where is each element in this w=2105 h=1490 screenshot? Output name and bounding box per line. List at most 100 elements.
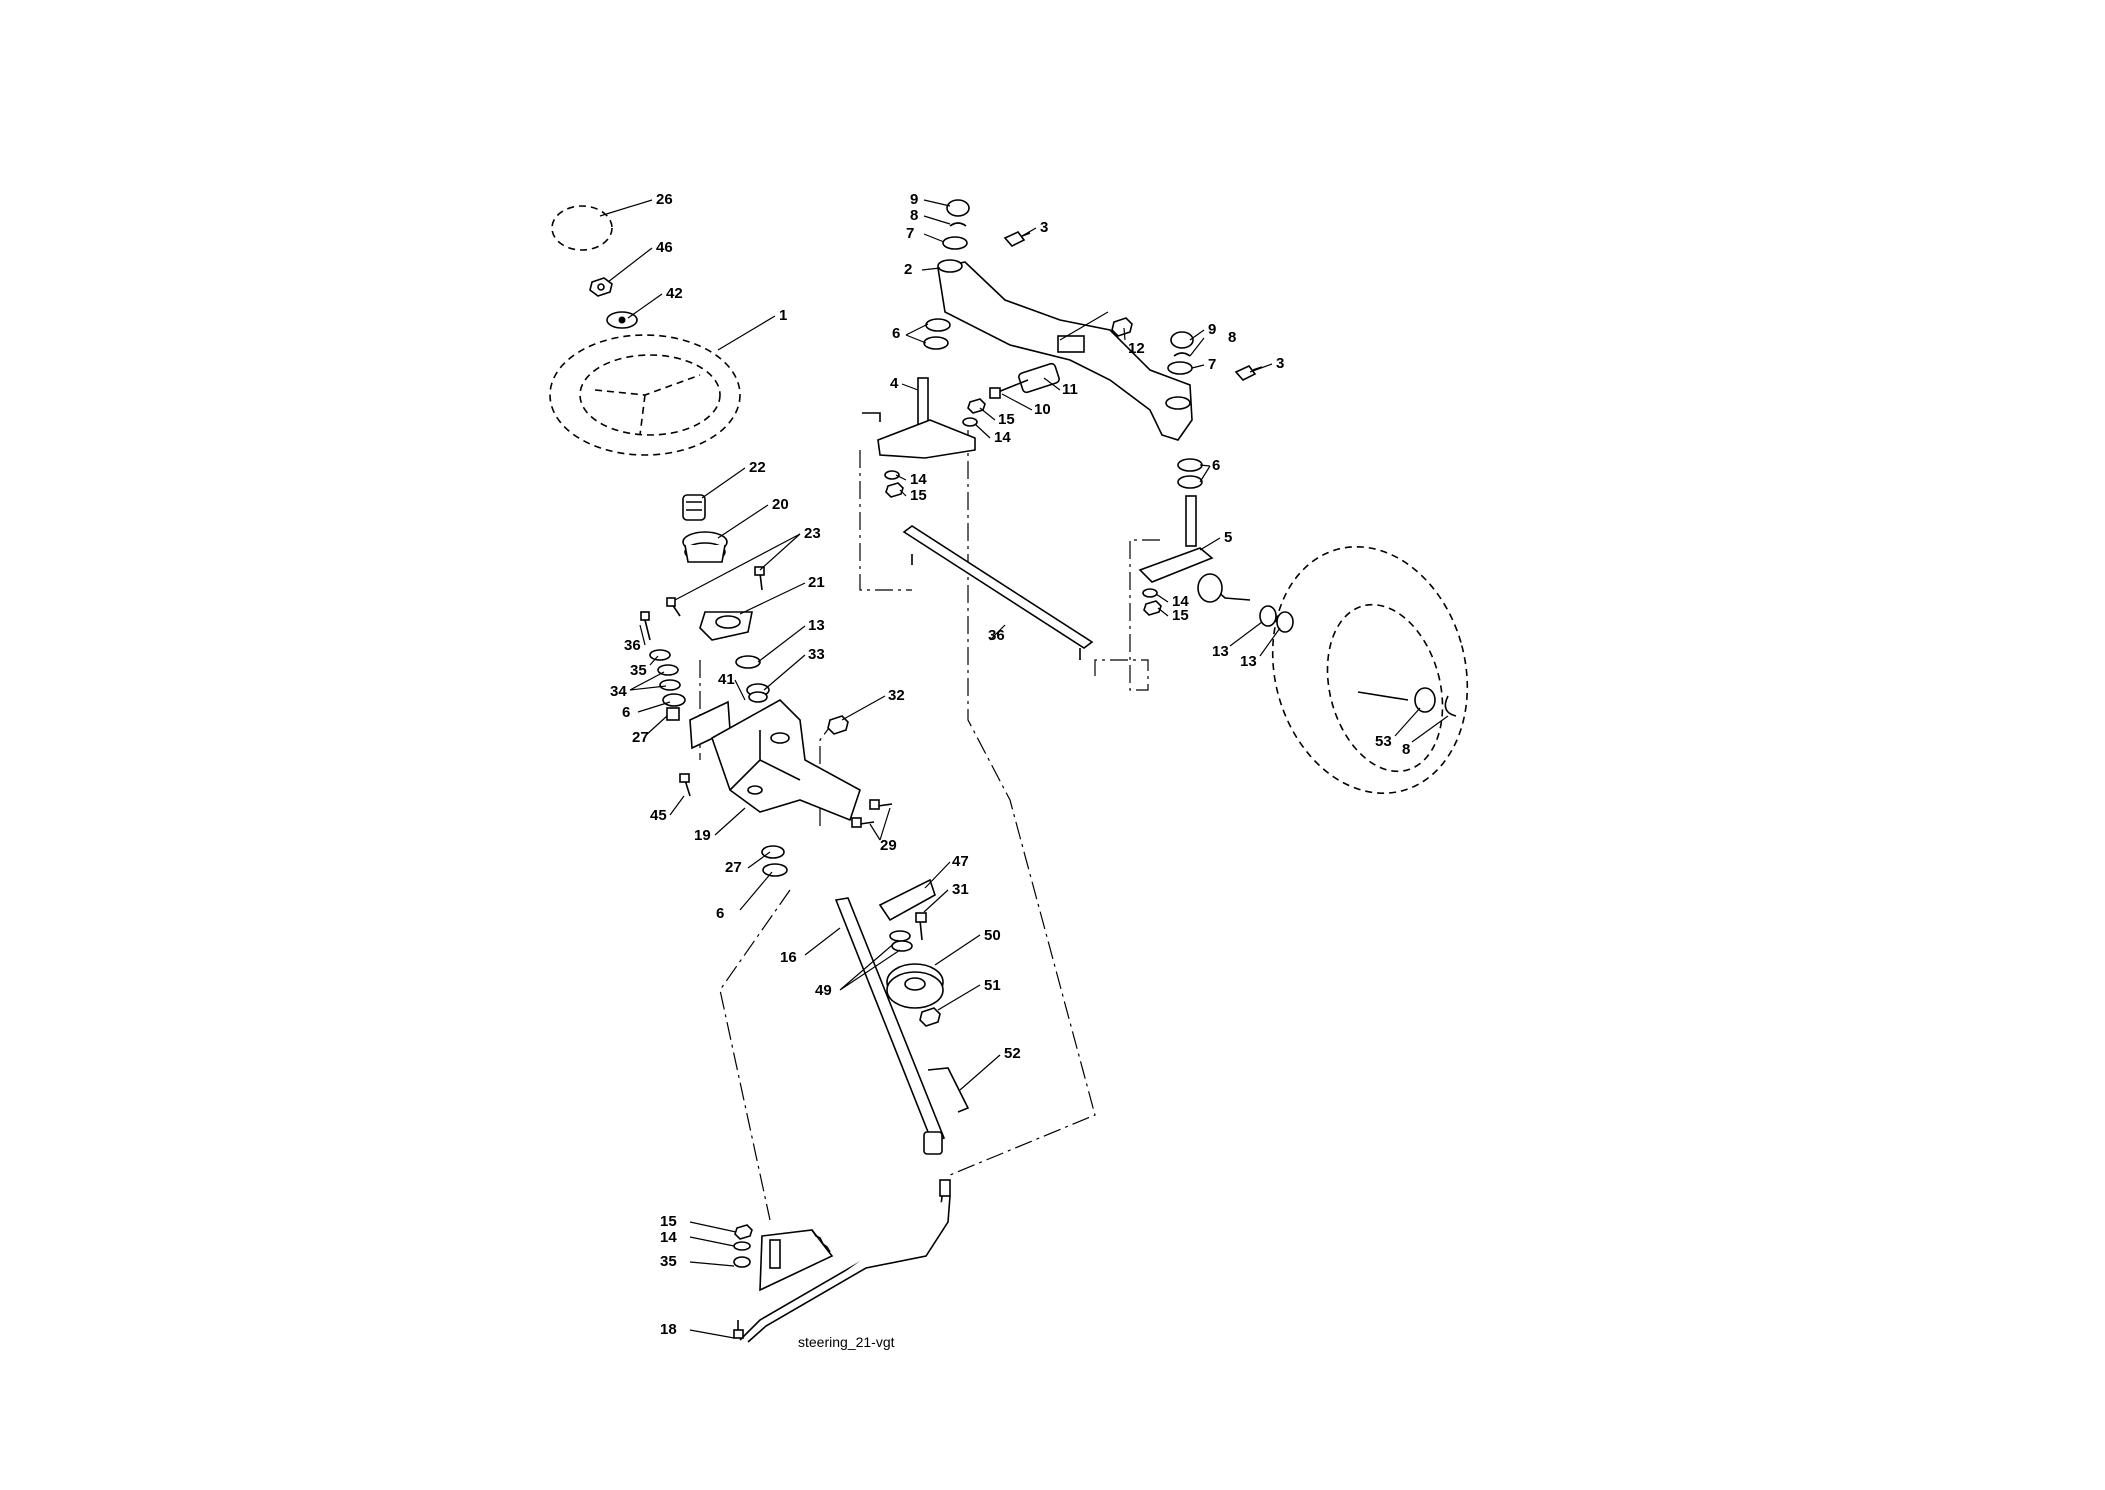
wheel-washer-53 xyxy=(1414,687,1436,713)
callout-6-a: 6 xyxy=(622,704,630,721)
callout-20: 20 xyxy=(772,496,789,513)
knob-26 xyxy=(551,205,613,251)
callout-6-b: 6 xyxy=(716,905,724,922)
callout-8-b: 8 xyxy=(1228,329,1236,346)
leader-lines xyxy=(599,199,1449,1339)
front-axle-2 xyxy=(937,259,1193,441)
callout-29: 32 xyxy=(888,687,905,704)
callout-10: 10 xyxy=(1034,401,1051,418)
bolts-28-upper xyxy=(851,799,893,828)
clip-8-left xyxy=(949,222,967,227)
callout-35: 35 xyxy=(660,1253,677,1270)
callout-27-b: 27 xyxy=(725,859,742,876)
callout-2: 2 xyxy=(904,261,912,278)
cap-9-right xyxy=(1170,331,1194,349)
callout-49: 50 xyxy=(984,927,1001,944)
spindle-4 xyxy=(862,377,976,459)
bushing-21 xyxy=(682,494,706,521)
callout-13-a: 13 xyxy=(808,617,825,634)
clip-8-wheel xyxy=(1444,695,1457,717)
callout-6-c: 6 xyxy=(892,325,900,342)
steering-bracket-19 xyxy=(711,699,861,822)
steering-shaft-16 xyxy=(834,897,946,1155)
bracket-47 xyxy=(878,878,936,922)
callout-26: 26 xyxy=(656,191,673,208)
front-wheel-53 xyxy=(1271,545,1469,795)
washers-13-right xyxy=(1259,605,1294,633)
cup-20 xyxy=(682,531,728,563)
callout-28-b: 31 xyxy=(952,881,969,898)
drag-link xyxy=(739,1179,951,1343)
callout-41: 41 xyxy=(718,671,735,688)
callout-13-c: 13 xyxy=(1240,653,1257,670)
pivot-bushing-11 xyxy=(1018,362,1060,394)
callout-14-b: 14 xyxy=(994,429,1011,446)
callout-3-b: 3 xyxy=(1276,355,1284,372)
spring-clip-52 xyxy=(927,1067,970,1113)
spindle-5 xyxy=(1138,495,1251,603)
callout-14-c: 14 xyxy=(910,471,927,488)
callout-15-b: 15 xyxy=(998,411,1015,428)
washer-45 xyxy=(606,311,638,329)
cap-9-left xyxy=(946,199,970,217)
bearing-6-left xyxy=(662,693,686,707)
callout-1: 1 xyxy=(779,307,787,324)
callout-8-a: 8 xyxy=(910,207,918,224)
diagram-caption: steering_21-vgt xyxy=(798,1334,895,1350)
callout-3-a: 3 xyxy=(1040,219,1048,236)
pivot-bolt-10 xyxy=(989,379,1029,399)
bolt-42 xyxy=(679,773,691,797)
washer-13-left xyxy=(735,655,761,669)
callout-13-b: 13 xyxy=(1212,643,1229,660)
bearing-6-lower xyxy=(762,863,788,877)
callout-36: 36 xyxy=(988,627,1005,644)
callout-7-a: 7 xyxy=(906,225,914,242)
pulley-49 xyxy=(886,963,944,1009)
bolt-18 xyxy=(733,1320,744,1339)
callout-27-a: 27 xyxy=(632,729,649,746)
callout-32: 34 xyxy=(610,683,627,700)
callout-14-d: 14 xyxy=(1172,593,1189,610)
callout-5: 5 xyxy=(1224,529,1232,546)
callout-50: 51 xyxy=(984,977,1001,994)
callout-labels: 26 46 42 1 22 20 23 21 36 35 34 6 27 13 … xyxy=(610,191,1410,1338)
nut-50 xyxy=(919,1007,941,1027)
spacer-27-lower xyxy=(761,845,785,859)
callout-6-d: 6 xyxy=(1212,457,1220,474)
callout-31: 33 xyxy=(808,646,825,663)
washer-7-right xyxy=(1167,361,1193,375)
callout-7-b: 7 xyxy=(1208,356,1216,373)
bolt-28-lower xyxy=(915,912,927,941)
callout-9-b: 9 xyxy=(1208,321,1216,338)
callout-53: 53 xyxy=(1375,733,1392,750)
callout-52: 52 xyxy=(1004,1045,1021,1062)
steering-wheel-1 xyxy=(549,334,741,456)
bushing-31 xyxy=(746,683,770,703)
callout-23: 23 xyxy=(804,525,821,542)
bolt-34 xyxy=(640,611,651,641)
bearings-6-left-axle xyxy=(923,318,951,350)
callout-15-c: 15 xyxy=(910,487,927,504)
washer-33 xyxy=(649,649,671,661)
screws-23 xyxy=(666,566,765,617)
callout-34: 36 xyxy=(624,637,641,654)
callout-19: 19 xyxy=(694,827,711,844)
nut-15-right xyxy=(1143,600,1162,616)
callout-28-a: 29 xyxy=(880,837,897,854)
callout-12: 12 xyxy=(1128,340,1145,357)
washer-7-left xyxy=(942,236,968,250)
washer-14-upper-right xyxy=(962,417,978,427)
nut-15-lower xyxy=(734,1224,753,1240)
callout-15-d: 15 xyxy=(1172,607,1189,624)
callout-33: 35 xyxy=(630,662,647,679)
washer-14-lower xyxy=(733,1241,751,1251)
spacer-27-upper xyxy=(666,707,680,721)
bearings-6-right-axle xyxy=(1177,458,1203,489)
callout-22: 21 xyxy=(808,574,825,591)
sector-gear-35 xyxy=(733,1229,834,1292)
bracket-22 xyxy=(699,611,753,641)
callout-14-a: 14 xyxy=(660,1229,677,1246)
callout-15-a: 15 xyxy=(660,1213,677,1230)
nut-29 xyxy=(827,715,849,735)
